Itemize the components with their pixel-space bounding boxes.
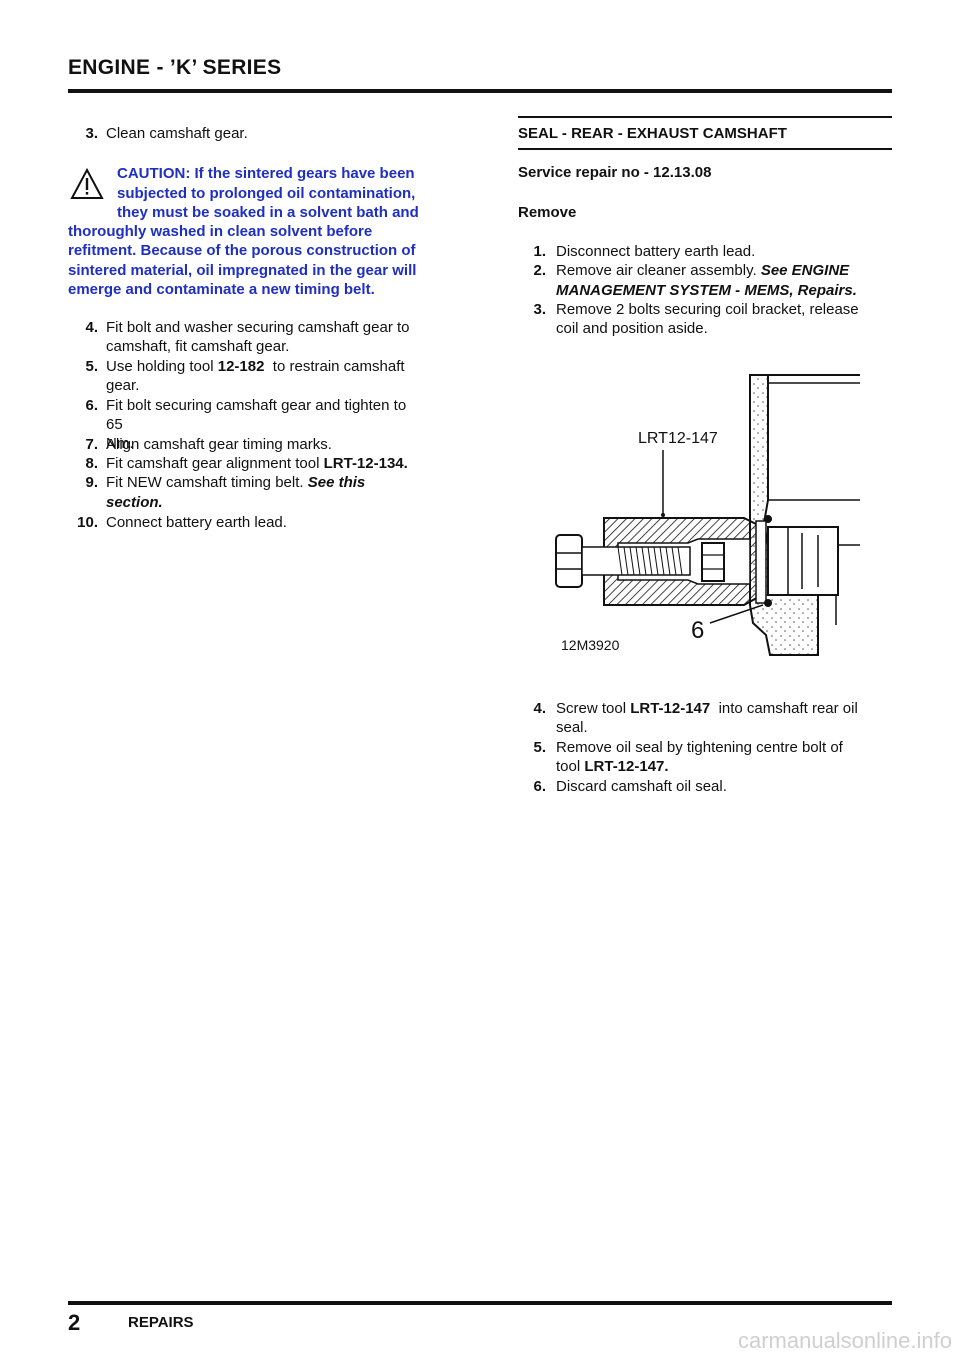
step-text: Clean camshaft gear. — [106, 125, 248, 142]
step-text: Discard camshaft oil seal. — [556, 778, 727, 795]
oil-seal-removal-illustration — [555, 374, 860, 656]
step-number: 1. — [533, 243, 546, 260]
watermark: carmanualsonline.info — [737, 1328, 952, 1353]
step-number: 6. — [533, 778, 546, 795]
step-number: 2. — [533, 262, 546, 279]
step-text: Remove oil seal by tightening centre bol… — [556, 739, 843, 756]
section-rule-top — [518, 116, 892, 118]
section-rule-bottom — [518, 148, 892, 150]
remove-heading: Remove — [518, 204, 577, 221]
tool-reference: LRT-12-147. — [584, 758, 669, 775]
step-text: seal. — [556, 719, 588, 736]
figure-tool-label: LRT12-147 — [638, 430, 718, 447]
step-text: into camshaft rear oil — [710, 700, 858, 717]
step-number: 7. — [85, 436, 98, 453]
cross-reference-link[interactable]: See this — [307, 474, 366, 491]
tool-reference: LRT-12-134. — [323, 455, 408, 472]
caution-line-3: they must be soaked in a solvent bath an… — [117, 204, 419, 221]
step-text: tool — [556, 758, 585, 775]
step-number: 4. — [533, 700, 546, 717]
step-number: 4. — [85, 319, 98, 336]
step-text: camshaft, fit camshaft gear. — [106, 338, 290, 355]
caution-line-7: emerge and contaminate a new timing belt… — [68, 281, 375, 298]
step-number: 3. — [85, 125, 98, 142]
footer-rule — [68, 1301, 892, 1305]
caution-line-5: refitment. Because of the porous constru… — [68, 242, 416, 259]
footer-section-label: REPAIRS — [128, 1314, 194, 1331]
section-title: SEAL - REAR - EXHAUST CAMSHAFT — [518, 125, 787, 142]
step-text: to restrain camshaft — [264, 358, 405, 375]
step-text: Remove 2 bolts securing coil bracket, re… — [556, 301, 859, 318]
step-text: 65 Nm. — [106, 416, 134, 452]
page-title: ENGINE - ’K’ SERIES — [68, 56, 282, 79]
step-number: 8. — [85, 455, 98, 472]
figure-callout-6: 6 — [691, 617, 705, 644]
service-repair-number: Service repair no - 12.13.08 — [518, 164, 712, 181]
step-text: Fit NEW camshaft timing belt. — [106, 474, 308, 491]
page-number: 2 — [68, 1310, 81, 1335]
step-text: Fit bolt and washer securing camshaft ge… — [106, 319, 410, 336]
step-text: Disconnect battery earth lead. — [556, 243, 756, 260]
step-number: 6. — [85, 397, 98, 414]
step-number: 5. — [85, 358, 98, 375]
figure-id: 12M3920 — [561, 637, 620, 653]
step-text: Connect battery earth lead. — [106, 514, 287, 531]
step-text: Screw tool — [556, 700, 631, 717]
step-text: gear. — [106, 377, 140, 394]
header-rule — [68, 89, 892, 93]
caution-line-2: subjected to prolonged oil contamination… — [117, 185, 416, 202]
step-text: coil and position aside. — [556, 320, 708, 337]
step-number: 3. — [533, 301, 546, 318]
step-text: Remove air cleaner assembly. — [556, 262, 761, 279]
cross-reference-link[interactable]: section. — [106, 494, 163, 511]
cross-reference-link[interactable]: See ENGINE — [760, 262, 850, 279]
tool-reference: 12-182 — [217, 358, 265, 375]
caution-line-4: thoroughly washed in clean solvent befor… — [68, 223, 373, 240]
step-text: Use holding tool — [106, 358, 218, 375]
tool-reference: LRT-12-147 — [630, 700, 711, 717]
step-number: 10. — [77, 514, 98, 531]
caution-line-6: sintered material, oil impregnated in th… — [68, 262, 417, 279]
step-number: 5. — [533, 739, 546, 756]
step-number: 9. — [85, 474, 98, 491]
step-text: Align camshaft gear timing marks. — [106, 436, 332, 453]
step-text: Fit camshaft gear alignment tool — [106, 455, 324, 472]
caution-line-1: CAUTION: If the sintered gears have been — [117, 165, 415, 182]
warning-triangle-icon — [70, 168, 104, 199]
step-text: Fit bolt securing camshaft gear and tigh… — [106, 397, 407, 414]
cross-reference-link[interactable]: MANAGEMENT SYSTEM - MEMS, Repairs. — [556, 282, 857, 299]
